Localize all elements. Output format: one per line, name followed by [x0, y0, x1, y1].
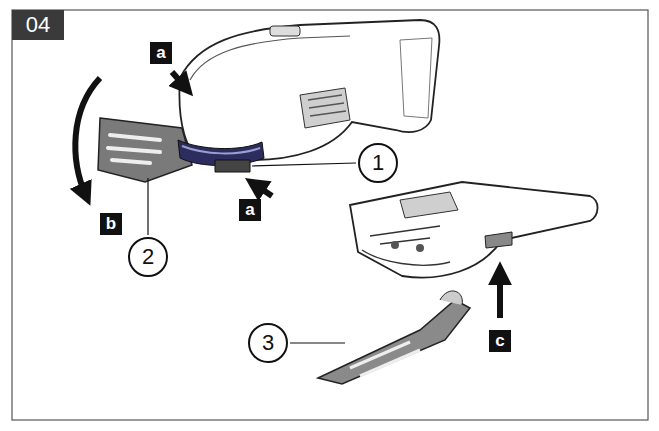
- step-letter-text: b: [106, 214, 116, 234]
- figure-number-text: 04: [26, 12, 50, 38]
- step-letter: c: [489, 330, 511, 352]
- step-letter-text: c: [495, 331, 504, 351]
- callout-number: 2: [128, 237, 168, 277]
- callout-number-text: 1: [372, 150, 384, 176]
- step-letter: b: [100, 213, 122, 235]
- step-letter: a: [239, 199, 261, 221]
- figure-number: 04: [12, 10, 64, 40]
- callout-number: 1: [358, 143, 398, 183]
- step-letter-text: a: [156, 43, 165, 63]
- callout-number-text: 3: [262, 330, 274, 356]
- callout-number: 3: [248, 323, 288, 363]
- step-letter-text: a: [245, 200, 254, 220]
- step-letter: a: [150, 42, 172, 64]
- callout-number-text: 2: [142, 244, 154, 270]
